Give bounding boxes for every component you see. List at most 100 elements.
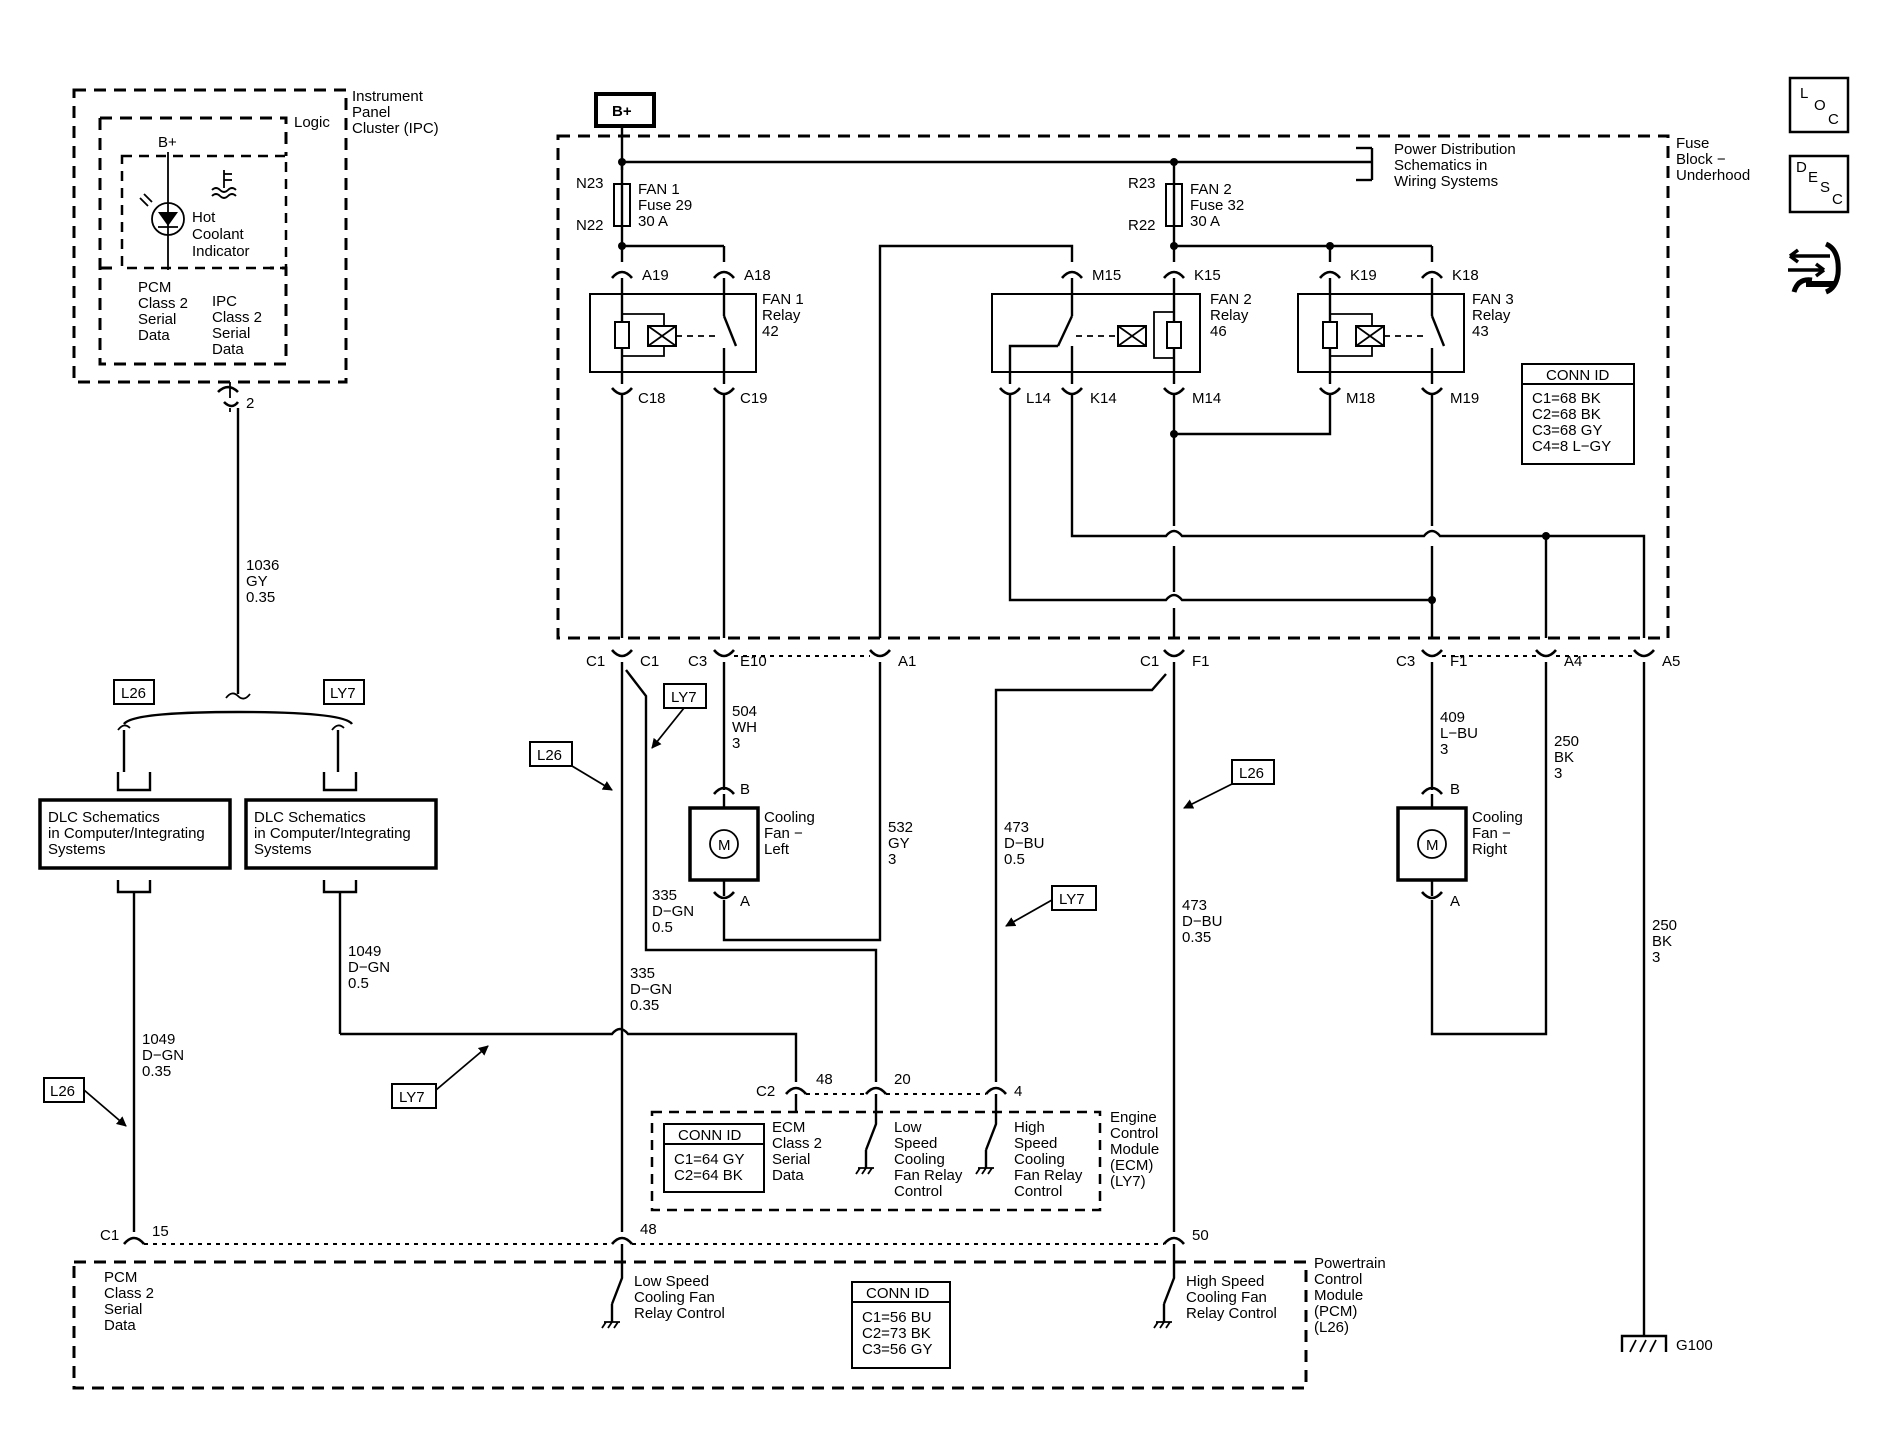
svg-text:15: 15 — [152, 1223, 169, 1240]
svg-text:4: 4 — [1014, 1083, 1022, 1100]
svg-text:A19: A19 — [642, 267, 669, 284]
fan2-relay — [991, 278, 1201, 384]
desc-button[interactable]: D E S C — [1788, 154, 1850, 214]
svg-text:R22: R22 — [1128, 217, 1156, 234]
svg-text:L26: L26 — [50, 1083, 75, 1100]
logic-label: Logic — [294, 114, 330, 131]
svg-text:C3: C3 — [1396, 653, 1415, 670]
svg-text:C19: C19 — [740, 390, 768, 407]
svg-text:L26: L26 — [537, 747, 562, 764]
svg-text:A: A — [1450, 893, 1460, 910]
relay-switch-icon — [1430, 315, 1446, 347]
svg-text:L26: L26 — [1239, 765, 1264, 782]
light-rays-icon — [139, 193, 153, 207]
relay-switch-icon — [722, 315, 738, 347]
svg-text:E10: E10 — [740, 653, 767, 670]
svg-text:A5: A5 — [1662, 653, 1680, 670]
svg-text:A: A — [740, 893, 750, 910]
relay-resistor-icon — [1166, 321, 1182, 349]
svg-text:CONN ID: CONN ID — [866, 1285, 930, 1302]
svg-text:50: 50 — [1192, 1227, 1209, 1244]
svg-text:G100: G100 — [1676, 1337, 1713, 1354]
ground-icon — [1629, 1339, 1657, 1353]
svg-text:M19: M19 — [1450, 390, 1479, 407]
svg-text:20: 20 — [894, 1071, 911, 1088]
svg-text:M18: M18 — [1346, 390, 1375, 407]
option-ly7-tag-dlc — [391, 1083, 437, 1109]
svg-text:R23: R23 — [1128, 175, 1156, 192]
svg-text:L: L — [1800, 85, 1808, 102]
option-ly7-tag-473 — [1051, 885, 1097, 911]
svg-text:LY7: LY7 — [1059, 891, 1085, 908]
svg-text:L14: L14 — [1026, 390, 1051, 407]
option-ly7-tag-ipc — [323, 679, 365, 705]
svg-text:C18: C18 — [638, 390, 666, 407]
svg-text:48: 48 — [640, 1221, 657, 1238]
svg-text:O: O — [1814, 97, 1826, 114]
svg-text:CONN ID: CONN ID — [1546, 367, 1610, 384]
svg-text:M: M — [1426, 837, 1439, 854]
ground-icon — [1153, 1321, 1172, 1329]
thermometer-icon — [211, 170, 237, 199]
svg-text:K18: K18 — [1452, 267, 1479, 284]
svg-text:C1: C1 — [586, 653, 605, 670]
connector-swap-icon[interactable] — [1788, 241, 1841, 295]
svg-text:LY7: LY7 — [330, 685, 356, 702]
fan3-relay — [1297, 278, 1465, 384]
svg-text:CONN ID: CONN ID — [678, 1127, 742, 1144]
motor-icon — [1417, 829, 1447, 859]
svg-text:S: S — [1820, 179, 1830, 196]
svg-text:M: M — [718, 837, 731, 854]
svg-text:M15: M15 — [1092, 267, 1121, 284]
svg-text:B: B — [740, 781, 750, 798]
fan1-relay — [589, 278, 757, 384]
svg-text:M14: M14 — [1192, 390, 1221, 407]
svg-text:K19: K19 — [1350, 267, 1377, 284]
svg-text:C: C — [1828, 111, 1839, 128]
ipc-pin-2: 2 — [246, 395, 254, 412]
relay-switch-icon — [1056, 315, 1074, 347]
loc-button[interactable]: L O C — [1788, 76, 1850, 134]
ground-icon — [855, 1167, 874, 1175]
svg-text:C: C — [1832, 191, 1843, 208]
option-l26-tag-335 — [529, 741, 573, 767]
svg-text:A1: A1 — [898, 653, 916, 670]
svg-text:F1: F1 — [1450, 653, 1468, 670]
svg-text:N22: N22 — [576, 217, 604, 234]
svg-text:K14: K14 — [1090, 390, 1117, 407]
svg-text:E: E — [1808, 169, 1818, 186]
motor-icon — [709, 829, 739, 859]
